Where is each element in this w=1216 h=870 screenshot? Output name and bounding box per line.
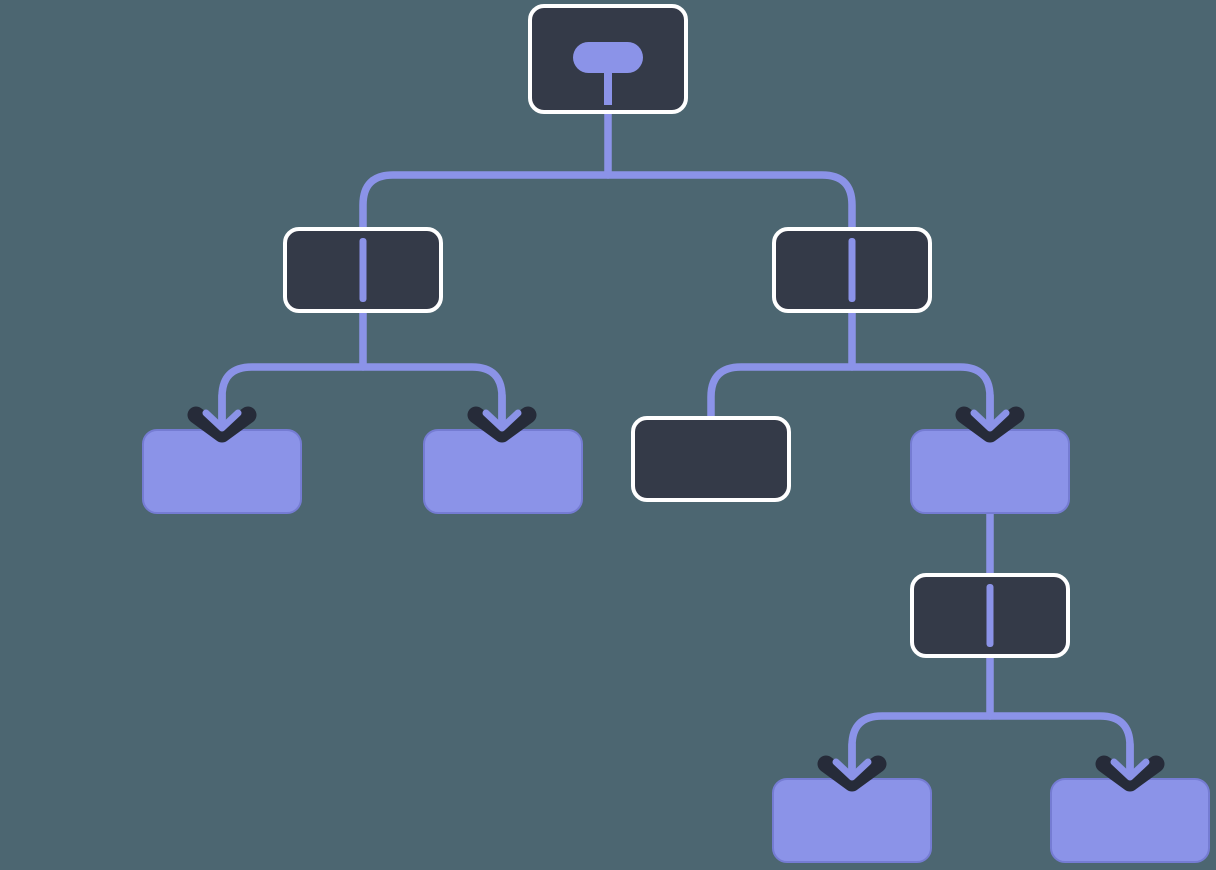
node-c[interactable]	[631, 416, 791, 502]
node-leaf-g[interactable]	[1050, 778, 1210, 863]
edge-root-split	[359, 171, 856, 236]
divider-line-icon	[359, 238, 367, 302]
node-branch-e[interactable]	[910, 573, 1070, 658]
divider-line-icon	[986, 584, 994, 647]
node-branch-left[interactable]	[283, 227, 443, 313]
chevron-arrow-icon	[832, 758, 872, 781]
node-leaf-b[interactable]	[423, 429, 583, 514]
chevron-arrow-icon	[1110, 758, 1150, 781]
node-branch-right[interactable]	[772, 227, 932, 313]
node-leaf-f[interactable]	[772, 778, 932, 863]
chevron-arrow-icon	[202, 409, 242, 432]
divider-line-icon	[848, 238, 856, 302]
pill-icon	[573, 42, 643, 73]
edge-branch-right-split	[707, 363, 994, 427]
chevron-arrow-icon	[970, 409, 1010, 432]
edge-branch-left-split	[218, 363, 506, 427]
node-leaf-d[interactable]	[910, 429, 1070, 514]
pill-stem-line	[604, 71, 612, 105]
node-leaf-a[interactable]	[142, 429, 302, 514]
chevron-arrow-icon	[482, 409, 522, 432]
node-root[interactable]	[528, 4, 688, 114]
edge-branch-e-split	[848, 712, 1134, 776]
